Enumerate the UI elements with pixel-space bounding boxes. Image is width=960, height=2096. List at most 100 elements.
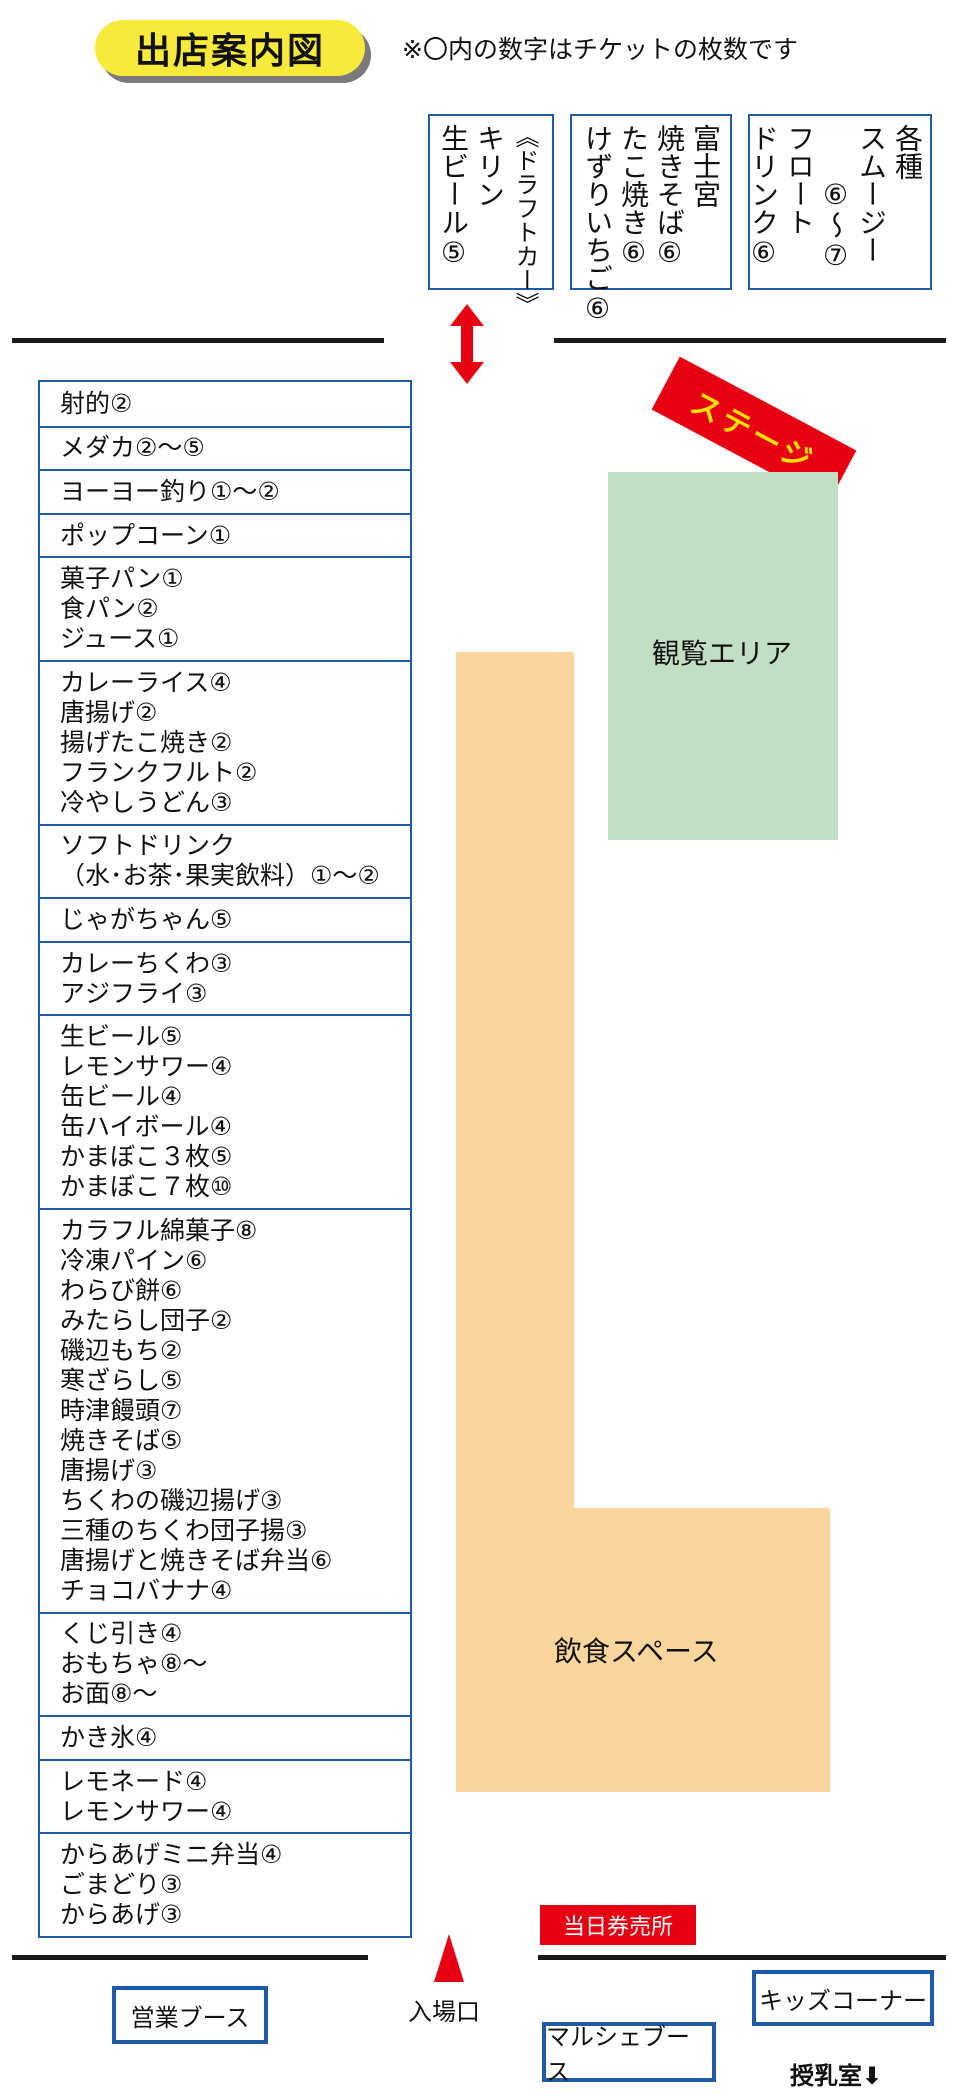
ticket-office: 当日券売所 xyxy=(540,1905,696,1945)
booth-item-line: レモネード④ xyxy=(60,1766,208,1796)
booth-item-line: おもちゃ⑧～ xyxy=(60,1649,208,1679)
booth-item[interactable]: かき氷④ xyxy=(40,1715,410,1759)
booth-line: たこ焼き⑥ xyxy=(617,124,650,269)
bottom-right-wall xyxy=(538,1955,946,1960)
top-booth-fujinomiya[interactable]: 富士宮 焼きそば⑥ たこ焼き⑥ けずりいちご⑥ xyxy=(570,114,732,325)
booth-item-line: 菓子パン① xyxy=(60,564,184,594)
top-booth-smoothie[interactable]: 各種 スムージー ⑥～⑦ フロート ドリンク⑥ xyxy=(747,114,932,290)
booth-line: 焼きそば⑥ xyxy=(653,124,686,269)
booth-item-line: ごまどり③ xyxy=(60,1870,183,1900)
booth-item-line: 射的② xyxy=(60,388,133,418)
viewing-area: 観覧エリア xyxy=(608,472,838,840)
booth-item-line: ジュース① xyxy=(60,624,180,654)
booth-item-line: 食パン② xyxy=(60,594,159,624)
marche-booth[interactable]: マルシェブース xyxy=(542,2022,716,2086)
booth-item-line: 時津饅頭⑦ xyxy=(60,1395,183,1425)
nursing-room: 授乳室⬇ xyxy=(790,2056,882,2091)
viewing-area-label: 観覧エリア xyxy=(652,637,793,670)
booth-item-line: 焼きそば⑤ xyxy=(60,1425,183,1455)
top-right-wall xyxy=(554,338,946,343)
booth-item-line: 揚げたこ焼き② xyxy=(60,727,233,757)
booth-item[interactable]: ヨーヨー釣り①～② xyxy=(40,469,410,513)
booth-item-line: じゃがちゃん⑤ xyxy=(60,904,233,934)
sales-booth-label: 営業ブース xyxy=(130,2003,250,2032)
booth-item-line: みたらし団子② xyxy=(60,1305,233,1335)
nursing-room-label: 授乳室 xyxy=(790,2062,862,2090)
booth-item-line: フランクフルト② xyxy=(60,757,258,787)
booth-item-line: ヨーヨー釣り①～② xyxy=(60,476,280,506)
food-area-upper xyxy=(456,652,574,1512)
booth-item-line: レモンサワー④ xyxy=(60,1796,233,1826)
booth-item-line: 缶ビール④ xyxy=(60,1082,183,1112)
booth-item-line: からあげ③ xyxy=(60,1900,183,1930)
food-area-lower: 飲食スペース xyxy=(456,1508,830,1792)
booth-item-line: 生ビール⑤ xyxy=(60,1022,183,1052)
booth-item-line: メダカ②～⑤ xyxy=(60,433,205,463)
booth-item[interactable]: ポップコーン① xyxy=(40,512,410,557)
booth-item-line: 冷やしうどん③ xyxy=(60,787,233,817)
booth-item-line: かき氷④ xyxy=(60,1722,158,1752)
booth-item-line: くじ引き④ xyxy=(60,1619,183,1649)
kids-corner[interactable]: キッズコーナー xyxy=(752,1970,934,2026)
arrow-down-icon: ⬇ xyxy=(862,2062,883,2090)
booth-line: ⑥～⑦ xyxy=(819,178,852,272)
booth-item-line: カラフル綿菓子⑧ xyxy=(60,1215,258,1245)
booth-line: 《ドラフトカー》 xyxy=(511,124,539,316)
booth-line: スムージー xyxy=(855,124,888,264)
booth-item-line: ソフトドリンク xyxy=(60,831,236,861)
food-area-label: 飲食スペース xyxy=(554,1635,719,1668)
booth-item[interactable]: メダカ②～⑤ xyxy=(40,425,410,470)
booth-item-line: 磯辺もち② xyxy=(60,1335,183,1365)
double-arrow-icon xyxy=(450,304,484,384)
booth-item-line: わらび餅⑥ xyxy=(60,1275,183,1305)
booth-item-line: チョコバナナ④ xyxy=(60,1575,233,1605)
sales-booth[interactable]: 営業ブース xyxy=(112,1986,268,2044)
booth-item[interactable]: じゃがちゃん⑤ xyxy=(40,897,410,941)
bottom-left-wall xyxy=(12,1955,368,1960)
booth-item-line: ちくわの磯辺揚げ③ xyxy=(60,1485,283,1515)
booth-item-line: お面⑧～ xyxy=(60,1679,158,1709)
entrance-arrow-icon xyxy=(434,1934,464,1982)
booth-item-line: 唐揚げ② xyxy=(60,697,158,727)
marche-booth-label: マルシェブース xyxy=(546,2023,690,2086)
booth-item-line: 冷凍パイン⑥ xyxy=(60,1245,208,1275)
booth-line: ドリンク⑥ xyxy=(747,124,780,269)
booth-item-line: 缶ハイボール④ xyxy=(60,1112,232,1142)
title-badge: 出店案内図 xyxy=(95,20,365,76)
booth-line: 各種 xyxy=(891,124,924,180)
booth-line: けずりいちご⑥ xyxy=(581,124,614,325)
booth-item[interactable]: 射的② xyxy=(40,382,410,426)
booth-item-line: 唐揚げと焼きそば弁当⑥ xyxy=(60,1545,333,1575)
booth-item-line: からあげミニ弁当④ xyxy=(60,1840,283,1870)
booth-line: フロート xyxy=(783,124,816,236)
booth-item-line: かまぼこ７枚⑩ xyxy=(60,1172,233,1202)
entrance-label: 入場口 xyxy=(408,1998,480,2026)
booth-item-line: （水･お茶･果実飲料）①～② xyxy=(60,861,380,891)
booth-line: 富士宮 xyxy=(689,124,722,208)
booth-item-line: アジフライ③ xyxy=(60,978,208,1008)
booth-item-line: カレーちくわ③ xyxy=(60,948,233,978)
booth-line: キリン xyxy=(473,124,506,208)
stage-label: ステージ xyxy=(684,385,821,481)
booth-line: 生ビール⑤ xyxy=(437,124,470,269)
booth-item[interactable]: ソフトドリンク（水･お茶･果実飲料）①～② xyxy=(40,823,410,898)
booth-item-line: 寒ざらし⑤ xyxy=(60,1365,183,1395)
booth-item-line: カレーライス④ xyxy=(60,667,232,697)
top-left-wall xyxy=(12,338,384,343)
ticket-note: ※〇内の数字はチケットの枚数です xyxy=(402,35,798,64)
booth-item-line: かまぼこ３枚⑤ xyxy=(60,1142,233,1172)
top-booth-draft-car[interactable]: 《ドラフトカー》 キリン 生ビール⑤ xyxy=(428,114,554,316)
booth-item-line: 唐揚げ③ xyxy=(60,1455,158,1485)
booth-item-line: レモンサワー④ xyxy=(60,1052,233,1082)
booth-item-line: ポップコーン① xyxy=(60,520,232,550)
kids-corner-label: キッズコーナー xyxy=(759,1986,927,2015)
